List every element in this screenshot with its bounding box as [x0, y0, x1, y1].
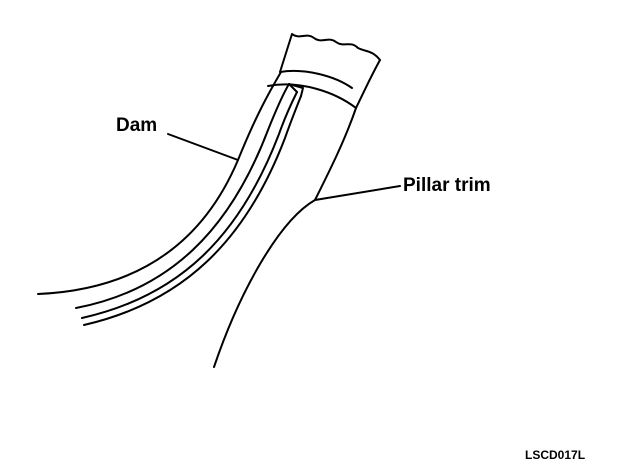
pillar-trim-label: Pillar trim — [403, 175, 491, 196]
pillar-band-lower — [267, 83, 357, 109]
pillar-cut-edge — [279, 33, 381, 73]
pillar-trim-upper-edge — [355, 59, 381, 109]
figure-code-label: LSCD017L — [525, 448, 586, 462]
dam-label: Dam — [116, 115, 158, 136]
dam-outer-line — [75, 83, 290, 309]
dam-strip-line-2 — [83, 95, 302, 326]
dam-leader-line — [167, 133, 239, 161]
dam-strip-line-1 — [81, 91, 298, 319]
pillar-trim-leader-line — [314, 185, 401, 201]
body-outer-curve — [37, 71, 282, 295]
pillar-band-upper — [279, 70, 353, 89]
pillar-trim-right-edge — [213, 107, 357, 368]
